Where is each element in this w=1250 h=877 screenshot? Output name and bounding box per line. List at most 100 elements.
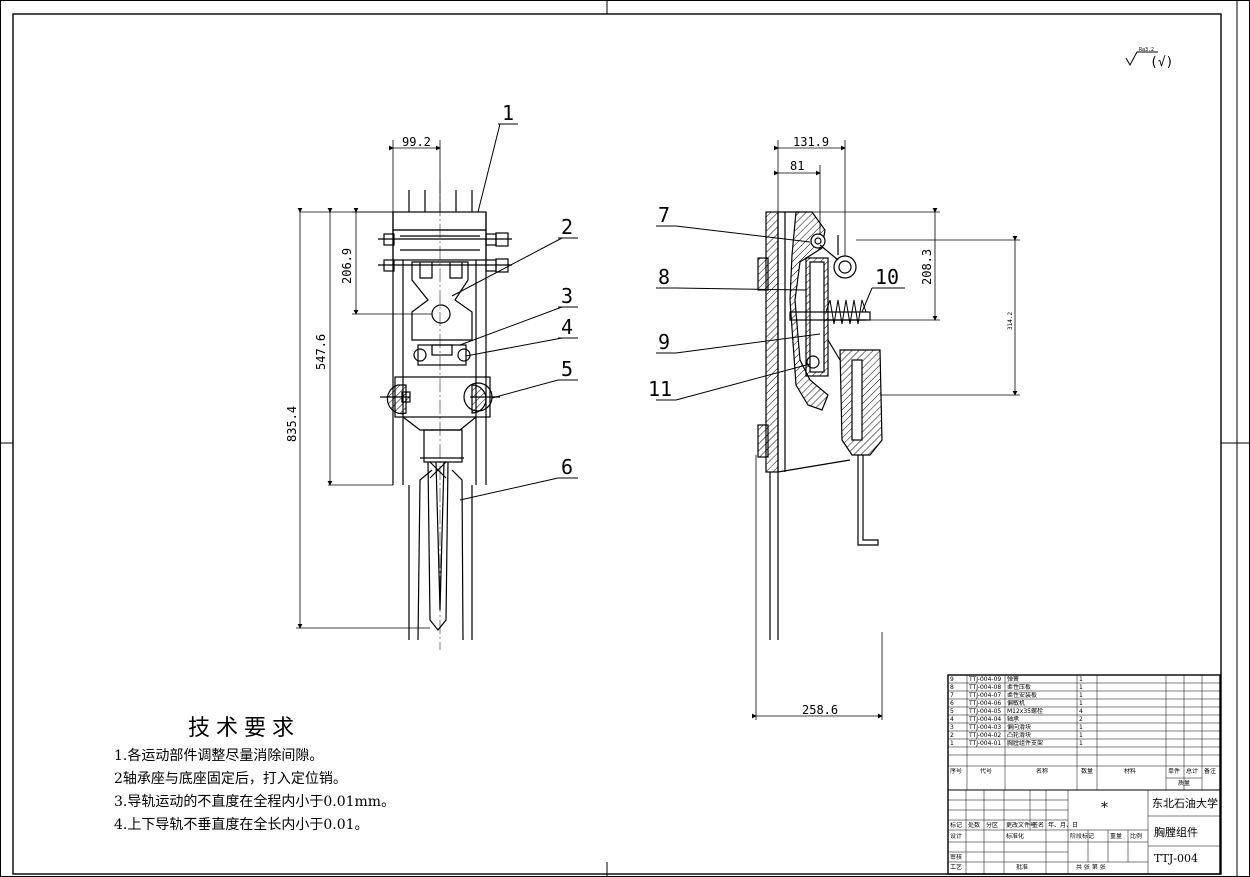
bom-code: TTJ-004-08 <box>969 684 1002 691</box>
balloon-6: 6 <box>561 455 573 479</box>
balloon-4: 4 <box>561 315 573 339</box>
bom-header-code: 代号 <box>980 768 993 775</box>
bom-header-qty: 数量 <box>1081 768 1094 775</box>
tb-university: 东北石油大学 <box>1152 797 1218 810</box>
dim-835-4: 835.4 <box>285 406 299 442</box>
bom-code: TTJ-004-05 <box>969 708 1002 715</box>
bom-qty: 1 <box>1079 700 1083 707</box>
bom-code: TTJ-004-02 <box>969 732 1002 739</box>
bom-header-name: 名称 <box>1036 768 1049 775</box>
bom-name: 胸膛组件支架 <box>1007 740 1044 747</box>
bom-header-total: 总计 <box>1186 768 1199 775</box>
tech-requirement-2: 2轴承座与底座固定后，打入定位销。 <box>114 771 347 787</box>
bom-header-no: 序号 <box>950 768 963 775</box>
bom-qty: 1 <box>1079 740 1083 747</box>
dim-99-2: 99.2 <box>402 135 431 149</box>
tech-requirement-3: 3.导轨运动的不直度在全程内小于0.01mm。 <box>114 794 396 810</box>
bom-qty: 1 <box>1079 684 1083 691</box>
bom-table-grid <box>947 674 1221 875</box>
roughness-value: Ra3.2 <box>1139 47 1154 53</box>
bom-header-mass: 质量 <box>1178 780 1191 787</box>
balloon-10: 10 <box>875 265 899 289</box>
bom-name: 偏向滑块 <box>1007 724 1032 731</box>
side-dimensions <box>752 140 1020 720</box>
balloon-5: 5 <box>561 357 573 381</box>
bom-qty: 1 <box>1079 676 1083 683</box>
tb-drawing-name: 胸膛组件 <box>1154 826 1198 839</box>
front-balloons: 1 2 3 4 5 6 <box>502 101 573 479</box>
bom-name: 柔性安装板 <box>1007 692 1038 699</box>
tb-label-process: 工艺 <box>950 864 963 871</box>
dim-208-3: 208.3 <box>920 249 934 285</box>
balloon-7: 7 <box>658 203 670 227</box>
bom-no: 1 <box>950 740 954 747</box>
roughness-paren-symbol: (√) <box>1150 55 1173 70</box>
bom-no: 6 <box>950 700 954 707</box>
tb-label-approve: 批准 <box>1016 864 1029 871</box>
tb-label-change: 更改文件号 <box>1006 822 1037 829</box>
tb-label-zone: 分区 <box>986 822 999 829</box>
bom-name: 弹簧 <box>1007 676 1020 683</box>
balloon-2: 2 <box>561 215 573 239</box>
tech-requirement-4: 4.上下导轨不垂直度在全长内小于0.01。 <box>114 817 369 833</box>
balloon-1: 1 <box>502 101 514 125</box>
tb-label-standard: 标准化 <box>1006 833 1025 840</box>
bom-code: TTJ-004-09 <box>969 676 1002 683</box>
balloon-9: 9 <box>658 330 670 354</box>
bom-qty: 1 <box>1079 732 1083 739</box>
bom-qty: 2 <box>1079 716 1083 723</box>
bom-header-unit: 单件 <box>1168 768 1181 775</box>
bom-qty: 1 <box>1079 692 1083 699</box>
bom-no: 9 <box>950 676 954 683</box>
side-balloons: 7 8 9 10 11 <box>648 203 899 401</box>
bom-name: 凸轮滑块 <box>1007 732 1032 739</box>
tb-label-stage: 阶段标记 <box>1070 833 1095 840</box>
bom-no: 2 <box>950 732 954 739</box>
bom-no: 3 <box>950 724 954 731</box>
bom-name: 柔性压板 <box>1007 684 1032 691</box>
bom-no: 8 <box>950 684 954 691</box>
tb-label-sign: 签名 <box>1032 822 1045 829</box>
bom-header-remark: 备注 <box>1204 768 1217 775</box>
tech-requirements-title: 技术要求 <box>188 716 301 741</box>
tb-label-date: 年、月、日 <box>1048 822 1079 829</box>
bom-no: 7 <box>950 692 954 699</box>
bom-no: 4 <box>950 716 954 723</box>
bom-name: 偏敏机 <box>1007 700 1026 707</box>
bom-code: TTJ-004-01 <box>969 740 1002 747</box>
dim-81: 81 <box>790 159 804 173</box>
bom-name: 轴承 <box>1007 716 1020 723</box>
balloon-3: 3 <box>561 284 573 308</box>
bom-name: M12x35螺栓 <box>1007 708 1043 715</box>
tb-label-weight: 重量 <box>1110 833 1123 840</box>
tb-label-scale: 比例 <box>1130 833 1143 840</box>
bom-qty: 1 <box>1079 724 1083 731</box>
front-dimensions <box>296 140 441 629</box>
bom-code: TTJ-004-04 <box>969 716 1002 723</box>
bom-code: TTJ-004-07 <box>969 692 1002 699</box>
dim-314-2: 314.2 <box>1007 312 1014 330</box>
bom-no: 5 <box>950 708 954 715</box>
bom-code: TTJ-004-06 <box>969 700 1002 707</box>
tb-drawing-no: TTJ-004 <box>1154 852 1198 865</box>
tech-requirement-1: 1.各运动部件调整尽量消除间隙。 <box>114 748 324 764</box>
bom-qty: 4 <box>1079 708 1083 715</box>
tb-label-sheets: 共 张 第 张 <box>1076 864 1106 871</box>
bom-header-material: 材料 <box>1124 768 1137 775</box>
dim-131-9: 131.9 <box>793 135 829 149</box>
dim-258-6: 258.6 <box>802 703 838 717</box>
balloon-11: 11 <box>648 377 672 401</box>
tb-star: * <box>1101 800 1108 816</box>
side-leaders <box>656 225 905 401</box>
surface-roughness-symbol: Ra3.2 (√) <box>1125 47 1173 70</box>
tb-label-count: 处数 <box>968 822 981 829</box>
tb-label-design: 设计 <box>950 833 963 840</box>
side-view <box>757 211 883 640</box>
front-leaders <box>451 123 578 501</box>
tb-label-mark: 标记 <box>950 822 963 829</box>
dim-206-9: 206.9 <box>340 248 354 284</box>
dim-547-6: 547.6 <box>314 334 328 370</box>
balloon-8: 8 <box>658 265 670 289</box>
bom-code: TTJ-004-03 <box>969 724 1002 731</box>
